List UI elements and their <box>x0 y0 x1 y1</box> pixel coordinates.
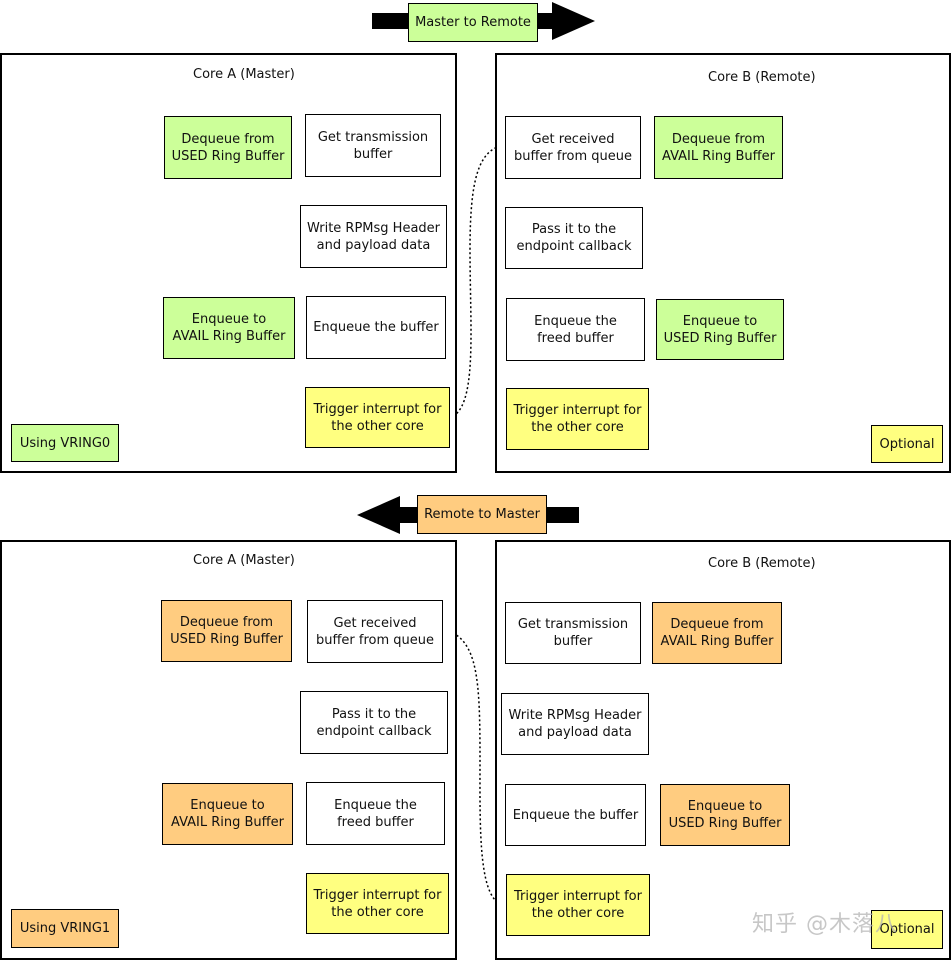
step-trigger-interrupt: Trigger interrupt for the other core <box>506 388 649 450</box>
interrupt-dotted-arrow-bottom <box>445 628 507 906</box>
step-enqueue-buffer: Enqueue the buffer <box>505 784 646 846</box>
step-get-received-buffer: Get received buffer from queue <box>505 116 641 179</box>
step-write-header: Write RPMsg Header and payload data <box>300 205 447 268</box>
step-write-header: Write RPMsg Header and payload data <box>501 693 649 755</box>
step-enqueue-buffer: Enqueue the buffer <box>306 296 446 359</box>
panel-title: Core B (Remote) <box>708 556 816 571</box>
direction-label-master-to-remote: Master to Remote <box>408 3 538 42</box>
step-enqueue-freed-buffer: Enqueue the freed buffer <box>506 298 645 361</box>
optional-label: Optional <box>871 910 943 949</box>
panel-title: Core A (Master) <box>193 553 295 568</box>
direction-label-remote-to-master: Remote to Master <box>417 495 547 534</box>
step-trigger-interrupt: Trigger interrupt for the other core <box>305 387 450 448</box>
note-enqueue-avail: Enqueue to AVAIL Ring Buffer <box>162 783 293 845</box>
step-pass-to-callback: Pass it to the endpoint callback <box>505 207 643 269</box>
note-dequeue-avail: Dequeue from AVAIL Ring Buffer <box>652 602 782 664</box>
note-dequeue-used: Dequeue from USED Ring Buffer <box>161 600 292 662</box>
optional-label: Optional <box>871 425 943 463</box>
vring-label: Using VRING1 <box>11 909 119 948</box>
step-enqueue-freed-buffer: Enqueue the freed buffer <box>306 782 445 845</box>
note-dequeue-avail: Dequeue from AVAIL Ring Buffer <box>654 116 783 179</box>
note-enqueue-used: Enqueue to USED Ring Buffer <box>656 299 784 360</box>
panel-title: Core A (Master) <box>193 67 295 82</box>
step-get-transmission-buffer: Get transmission buffer <box>305 114 441 177</box>
watermark: 知乎 @木落八 <box>752 912 898 937</box>
step-trigger-interrupt: Trigger interrupt for the other core <box>306 873 449 934</box>
step-get-received-buffer: Get received buffer from queue <box>307 600 443 663</box>
step-get-transmission-buffer: Get transmission buffer <box>505 602 641 664</box>
vring-label: Using VRING0 <box>11 424 119 462</box>
note-enqueue-used: Enqueue to USED Ring Buffer <box>660 784 790 846</box>
step-pass-to-callback: Pass it to the endpoint callback <box>300 691 448 754</box>
note-dequeue-used: Dequeue from USED Ring Buffer <box>164 116 292 179</box>
note-enqueue-avail: Enqueue to AVAIL Ring Buffer <box>163 297 295 359</box>
step-trigger-interrupt: Trigger interrupt for the other core <box>506 874 650 936</box>
panel-title: Core B (Remote) <box>708 70 816 85</box>
